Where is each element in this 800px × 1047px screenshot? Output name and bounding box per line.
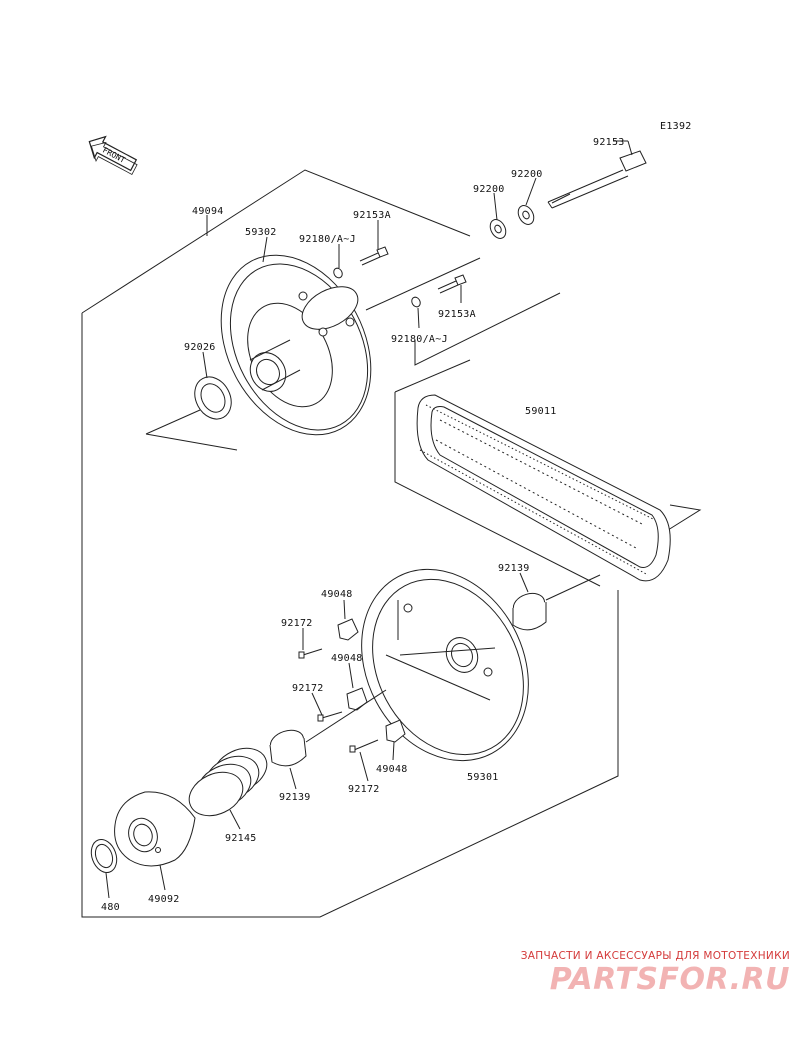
drive-belt-59011 xyxy=(416,394,671,582)
screw-92172-top xyxy=(298,648,323,659)
weight-49048-top xyxy=(337,618,359,641)
callout-92172-middle: 92172 xyxy=(292,683,324,694)
callout-49048-middle: 49048 xyxy=(331,653,363,664)
callout-92153A-upper: 92153A xyxy=(353,210,391,221)
callout-92145: 92145 xyxy=(225,833,257,844)
bolt-92153A-upper xyxy=(359,246,389,266)
washer-92180-lower xyxy=(411,296,421,308)
washer-92200-inner xyxy=(489,219,507,239)
callout-92180-upper: 92180/A~J xyxy=(299,234,356,245)
callout-92200-inner: 92200 xyxy=(473,184,505,195)
callout-92153: 92153 xyxy=(593,137,625,148)
washer-92200-outer xyxy=(517,205,535,225)
drive-sheave-upper xyxy=(220,254,372,436)
callout-92153A-lower: 92153A xyxy=(438,309,476,320)
weight-49048-bottom xyxy=(385,719,406,743)
driven-sheave-lower xyxy=(361,568,529,762)
callout-92180-lower: 92180/A~J xyxy=(391,334,448,345)
cam-49092 xyxy=(114,791,196,867)
callout-59301: 59301 xyxy=(467,772,499,783)
bolt-92153A-lower xyxy=(437,274,467,294)
snap-ring-480 xyxy=(90,839,118,873)
callout-49048-bottom: 49048 xyxy=(376,764,408,775)
assembly-outline-lower xyxy=(145,292,702,587)
callout-480: 480 xyxy=(101,902,120,913)
callout-49048-top: 49048 xyxy=(321,589,353,600)
callout-92200-outer: 92200 xyxy=(511,169,543,180)
leader-lines xyxy=(105,140,633,899)
callout-49094: 49094 xyxy=(192,206,224,217)
diagram-code: E1392 xyxy=(660,121,692,132)
assembly-outline-upper xyxy=(81,169,619,918)
screw-92172-middle xyxy=(317,711,343,722)
callout-92172-top: 92172 xyxy=(281,618,313,629)
watermark-tagline: ЗАПЧАСТИ И АКСЕССУАРЫ ДЛЯ МОТОТЕХНИКИ xyxy=(520,950,790,962)
collar-92139-upper xyxy=(512,592,547,631)
callout-92026: 92026 xyxy=(184,342,216,353)
spring-92145 xyxy=(188,747,268,817)
washer-92026 xyxy=(194,376,232,420)
callout-49092: 49092 xyxy=(148,894,180,905)
weight-49048-middle xyxy=(346,687,368,711)
watermark-brand: PARTSFOR.RU xyxy=(549,962,790,997)
screw-92172-bottom xyxy=(349,739,379,753)
bolt-92153 xyxy=(547,150,647,209)
callout-92172-bottom: 92172 xyxy=(348,784,380,795)
washer-92180-upper xyxy=(333,267,343,279)
callout-59011: 59011 xyxy=(525,406,557,417)
callout-59302: 59302 xyxy=(245,227,277,238)
callout-92139-upper: 92139 xyxy=(498,563,530,574)
callout-92139-lower: 92139 xyxy=(279,792,311,803)
collar-92139-lower xyxy=(269,729,307,767)
front-arrow-icon: FRONT xyxy=(88,135,138,175)
